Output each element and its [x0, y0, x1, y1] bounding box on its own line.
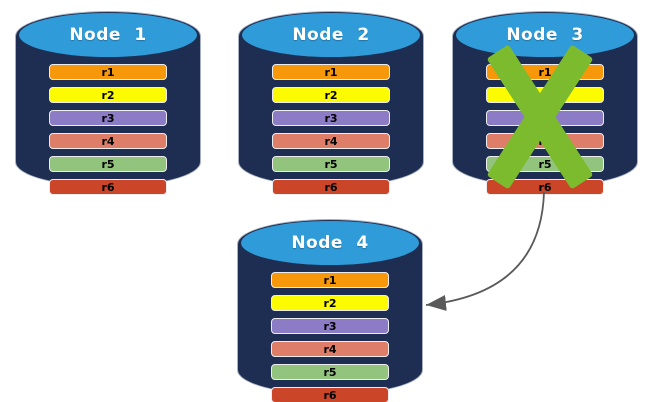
replica-row-r4: r4 [272, 133, 390, 149]
node-1-cylinder: Node 1 r1 r2 r3 r4 r5 r6 [15, 11, 201, 195]
cylinder-top-ellipse: Node 2 [242, 13, 420, 57]
node-title: Node 3 [506, 25, 584, 45]
replica-row-r3: r3 [271, 318, 389, 334]
replica-row-r6: r6 [49, 179, 167, 195]
replica-row-r2: r2 [49, 87, 167, 103]
replica-row-r3: r3 [49, 110, 167, 126]
replica-row-r4: r4 [49, 133, 167, 149]
node-title: Node 2 [292, 25, 370, 45]
replica-row-r3: r3 [272, 110, 390, 126]
replica-row-r2: r2 [272, 87, 390, 103]
replica-row-r5: r5 [272, 156, 390, 172]
failure-x-icon [486, 44, 594, 190]
replica-row-r5: r5 [271, 364, 389, 380]
cylinder-top-ellipse: Node 4 [241, 221, 419, 265]
node-title: Node 4 [291, 233, 369, 253]
cylinder-top-ellipse: Node 1 [19, 13, 197, 57]
replica-rows: r1 r2 r3 r4 r5 r6 [271, 272, 389, 402]
replica-rows: r1 r2 r3 r4 r5 r6 [272, 64, 390, 195]
replica-row-r1: r1 [272, 64, 390, 80]
cylinder-top-ellipse: Node 3 [456, 13, 634, 57]
replica-row-r1: r1 [49, 64, 167, 80]
arrow-curve [425, 191, 545, 311]
replica-row-r2: r2 [271, 295, 389, 311]
replica-row-r6: r6 [272, 179, 390, 195]
replica-row-r4: r4 [271, 341, 389, 357]
node-3-cylinder: Node 3 r1 r2 r3 r4 r5 r6 [452, 11, 638, 195]
node-title: Node 1 [69, 25, 147, 45]
node-2-cylinder: Node 2 r1 r2 r3 r4 r5 r6 [238, 11, 424, 195]
replica-rows: r1 r2 r3 r4 r5 r6 [49, 64, 167, 195]
replica-row-r6: r6 [271, 387, 389, 402]
replica-row-r1: r1 [271, 272, 389, 288]
replica-row-r5: r5 [49, 156, 167, 172]
node-4-cylinder: Node 4 r1 r2 r3 r4 r5 r6 [237, 219, 423, 402]
